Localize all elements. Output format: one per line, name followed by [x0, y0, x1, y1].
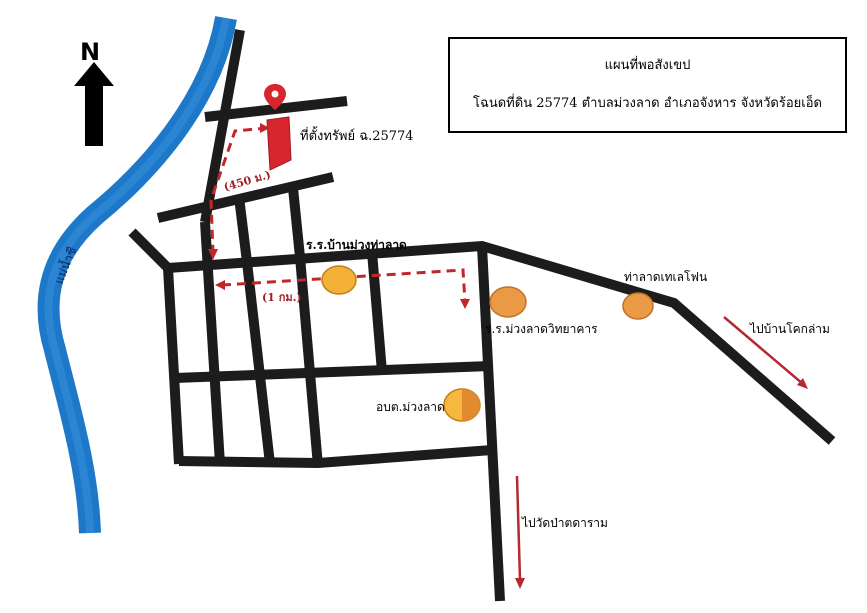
to-khok-lam-label: ไปบ้านโคกล่าม — [749, 322, 830, 336]
school-wittayakarn-label: ร.ร.ม่วงลาดวิทยาคาร — [485, 322, 598, 336]
river — [37, 15, 237, 534]
direction-to-khok-lam — [723, 316, 808, 389]
map-title-box: แผนที่พอสังเขป โฉนดที่ดิน 25774 ตำบลม่วง… — [448, 37, 847, 133]
river-highlight — [44, 17, 230, 534]
route-to-property — [208, 123, 270, 260]
north-arrow-icon: N — [74, 38, 114, 146]
property-parcel — [266, 116, 292, 171]
map-pin-icon — [264, 84, 286, 110]
north-label: N — [80, 38, 100, 66]
telephone-label: ท่าลาดเทเลโฟน — [624, 270, 707, 284]
landmark-telephone — [622, 292, 654, 320]
route-east — [215, 268, 470, 309]
landmark-sao — [443, 388, 481, 422]
landmark-school-wittayakarn — [489, 286, 527, 318]
to-pa-tod-label: ไปวัดป่าตดาราม — [521, 516, 608, 530]
landmark-school-tha-lat — [321, 265, 357, 295]
map-title: แผนที่พอสังเขป — [604, 58, 691, 73]
long-distance-label: (1 กม.) — [262, 291, 302, 304]
sao-label: อบต.ม่วงลาด — [376, 400, 445, 414]
map-subtitle: โฉนดที่ดิน 25774 ตำบลม่วงลาด อำเภอจังหาร… — [473, 96, 822, 111]
road-network — [128, 29, 836, 602]
school-tha-lat-label: ร.ร.บ้านม่วงท่าลาด — [306, 238, 407, 252]
direction-to-pa-tod — [515, 475, 525, 589]
property-label: ที่ตั้งทรัพย์ ฉ.25774 — [300, 126, 414, 144]
